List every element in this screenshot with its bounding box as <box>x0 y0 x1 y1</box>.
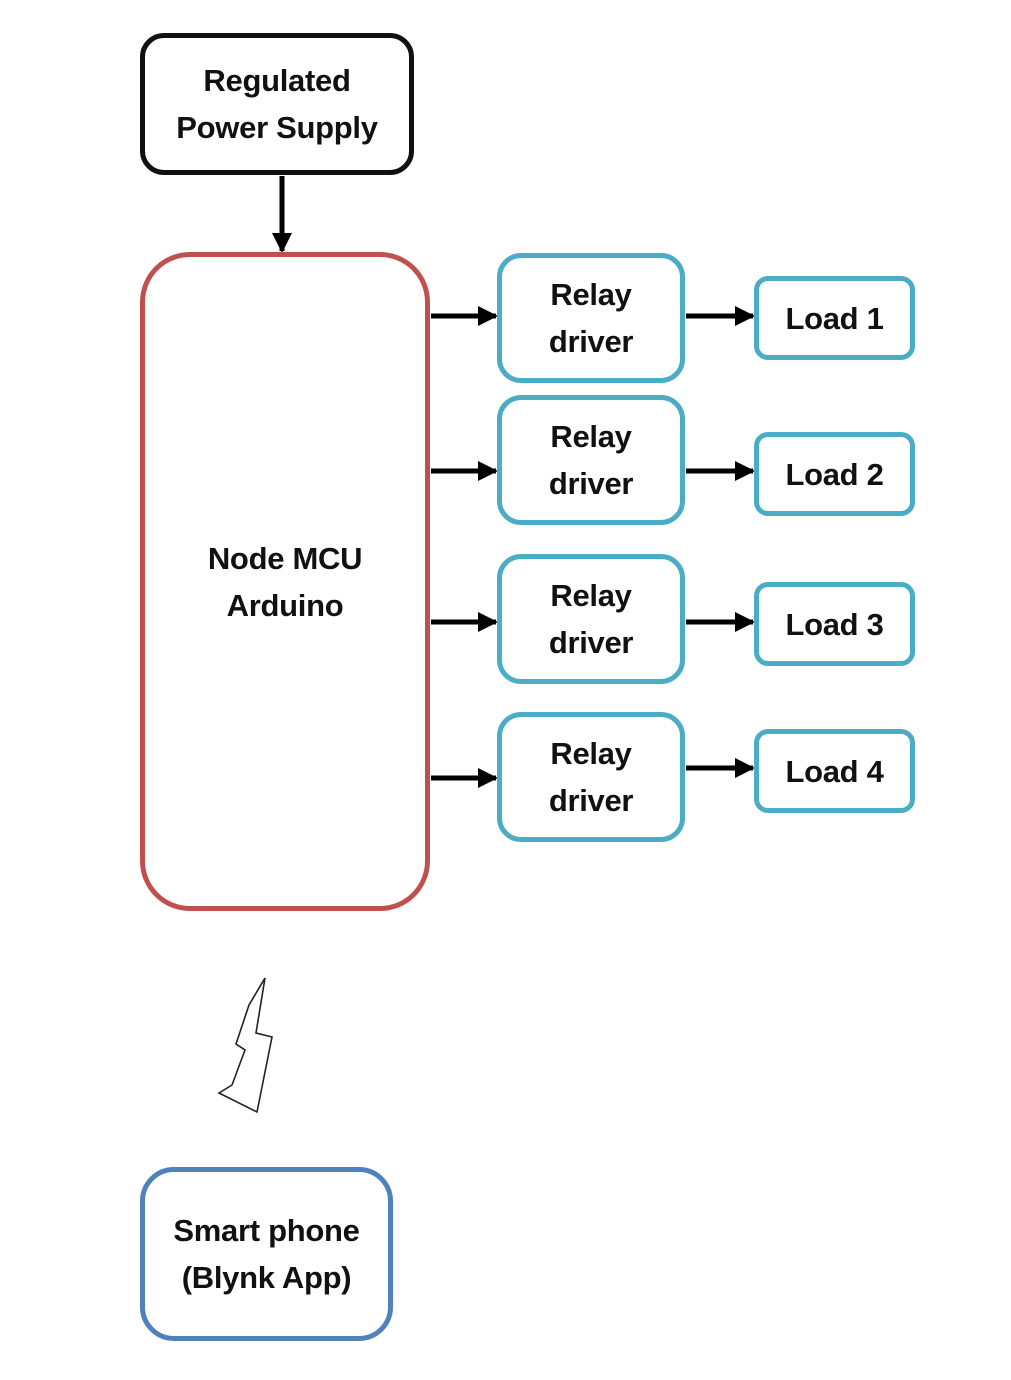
relay-driver-block: Relay driver <box>497 554 685 684</box>
power-supply-label-line2: Power Supply <box>176 110 378 145</box>
relay-label-line1: Relay <box>550 578 632 613</box>
relay-label-line2: driver <box>548 625 634 660</box>
power-supply-block: Regulated Power Supply <box>140 33 414 175</box>
relay-label-line2: driver <box>548 783 634 818</box>
phone-label-line1: Smart phone <box>173 1213 360 1248</box>
mcu-label-line1: Node MCU <box>207 540 363 576</box>
relay-driver-block: Relay driver <box>497 253 685 383</box>
load-block: Load 1 <box>754 276 915 360</box>
smart-phone-block: Smart phone (Blynk App) <box>140 1167 393 1341</box>
phone-label-line2: (Blynk App) <box>181 1260 352 1295</box>
load-block: Load 2 <box>754 432 915 516</box>
mcu-label-line2: Arduino <box>226 587 344 623</box>
lightning-bolt-icon <box>217 977 273 1114</box>
load-label: Load 1 <box>785 300 884 336</box>
relay-label-line2: driver <box>548 324 634 359</box>
load-label: Load 2 <box>785 456 884 492</box>
relay-driver-block: Relay driver <box>497 712 685 842</box>
load-block: Load 3 <box>754 582 915 666</box>
relay-driver-block: Relay driver <box>497 395 685 525</box>
node-mcu-block: Node MCU Arduino <box>140 252 430 911</box>
power-supply-label-line1: Regulated <box>203 63 351 98</box>
load-block: Load 4 <box>754 729 915 813</box>
relay-label-line1: Relay <box>550 419 632 454</box>
load-label: Load 3 <box>785 606 884 642</box>
load-label: Load 4 <box>785 753 884 789</box>
relay-label-line2: driver <box>548 466 634 501</box>
relay-label-line1: Relay <box>550 736 632 771</box>
relay-label-line1: Relay <box>550 277 632 312</box>
